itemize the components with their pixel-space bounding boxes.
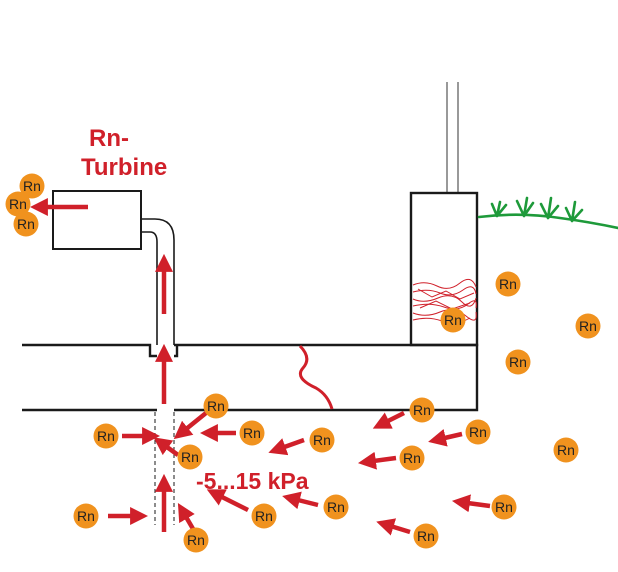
pipe-outer xyxy=(141,218,175,345)
inflow-arrow-4 xyxy=(153,437,180,457)
radon-particle xyxy=(239,420,265,446)
radon-particle xyxy=(73,503,99,529)
radon-particle xyxy=(177,444,203,470)
radon-label: Rn xyxy=(579,318,597,334)
radon-particle xyxy=(203,393,229,419)
suction-pit xyxy=(154,412,175,525)
airflow-arrows xyxy=(29,198,491,536)
inflow-arrow-13 xyxy=(376,518,411,536)
radon-label: Rn xyxy=(207,398,225,414)
radon-particle xyxy=(505,349,531,375)
radon-particle xyxy=(93,423,119,449)
radon-particle xyxy=(183,527,209,553)
radon-particle xyxy=(309,427,335,453)
radon-label: Rn xyxy=(187,532,205,548)
radon-particle xyxy=(323,494,349,520)
radon-label: Rn xyxy=(403,450,421,466)
radon-label: Rn xyxy=(97,428,115,444)
radon-particle xyxy=(13,211,39,237)
inflow-arrow-8 xyxy=(357,451,397,470)
radon-label: Rn xyxy=(413,402,431,418)
vent-stack xyxy=(409,82,479,347)
radon-label: Rn xyxy=(181,449,199,465)
slab-crack xyxy=(298,344,334,410)
radon-label: Rn xyxy=(417,528,435,544)
radon-particle xyxy=(465,419,491,445)
radon-label: Rn xyxy=(17,216,35,232)
radon-particle xyxy=(409,397,435,423)
turbine-unit xyxy=(52,190,175,345)
radon-label: Rn xyxy=(495,499,513,515)
pressure-label: -5...15 kPa xyxy=(196,468,309,494)
inflow-arrow-11 xyxy=(206,489,250,513)
inflow-arrow-12 xyxy=(282,491,319,510)
radon-label: Rn xyxy=(23,178,41,194)
inflow-arrow-5 xyxy=(268,437,305,456)
radon-particle xyxy=(251,503,277,529)
turbine-label-line1: Rn- xyxy=(89,125,129,152)
radon-label: Rn xyxy=(444,312,462,328)
radon-particle xyxy=(553,437,579,463)
radon-particle xyxy=(440,307,466,333)
radon-label: Rn xyxy=(327,499,345,515)
radon-particle xyxy=(5,191,31,217)
turbine-box xyxy=(52,190,142,250)
inflow-arrow-7 xyxy=(428,429,463,447)
turbine-label-line2: Turbine xyxy=(81,154,167,181)
pipe-inner xyxy=(141,231,158,345)
inflow-arrow-14 xyxy=(451,494,491,513)
radon-particle xyxy=(19,173,45,199)
radon-particle xyxy=(575,313,601,339)
radon-label: Rn xyxy=(9,196,27,212)
inflow-arrow-2 xyxy=(173,411,208,440)
radon-label: Rn xyxy=(557,442,575,458)
floor-slab xyxy=(22,343,479,412)
radon-label: Rn xyxy=(255,508,273,524)
radon-label: Rn xyxy=(243,425,261,441)
radon-particle xyxy=(413,523,439,549)
radon-label: Rn xyxy=(77,508,95,524)
radon-label: Rn xyxy=(509,354,527,370)
radon-label: Rn xyxy=(499,276,517,292)
radon-label: Rn xyxy=(313,432,331,448)
radon-particle xyxy=(399,445,425,471)
radon-label: Rn xyxy=(469,424,487,440)
grass xyxy=(477,196,618,230)
radon-particle xyxy=(491,494,517,520)
inflow-arrow-6 xyxy=(372,410,406,429)
radon-particle xyxy=(495,271,521,297)
